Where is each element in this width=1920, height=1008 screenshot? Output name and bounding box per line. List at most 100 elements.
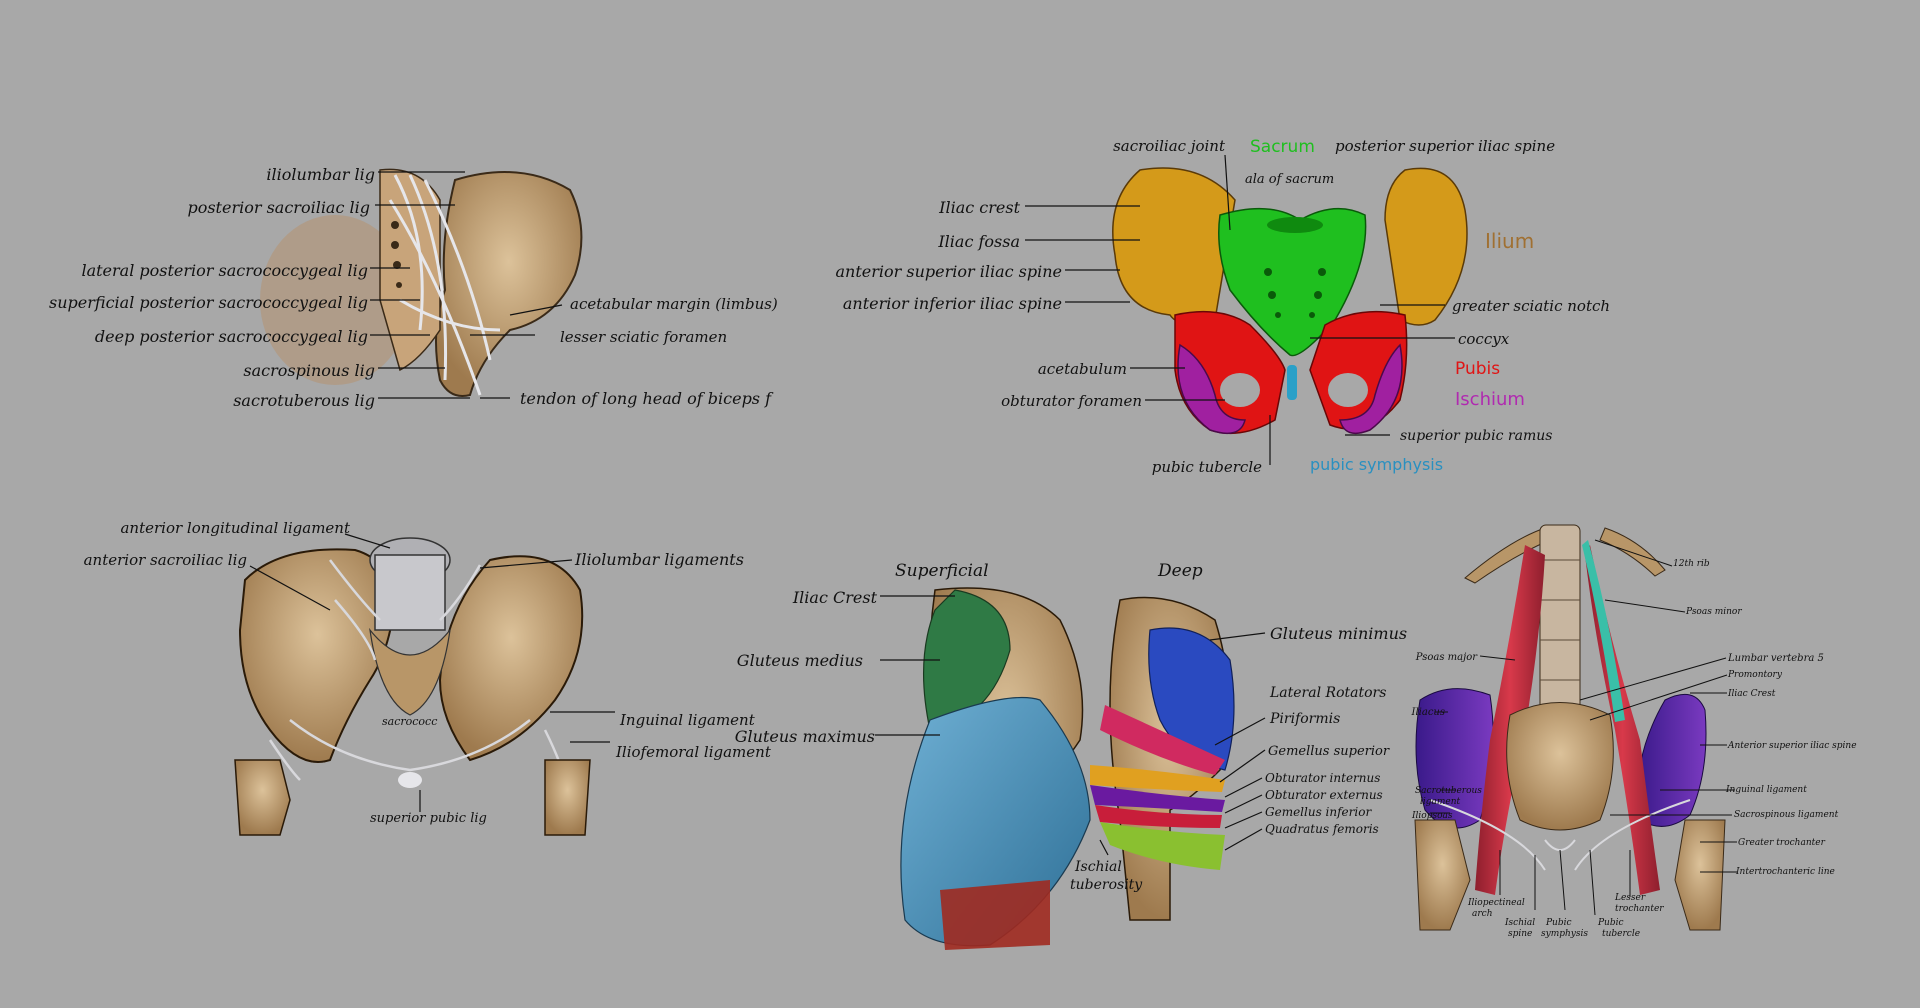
label-iliacus: Iliacus xyxy=(1411,707,1445,718)
sacral-foramina xyxy=(1264,268,1326,318)
label-ischial-spine-2: spine xyxy=(1508,929,1532,939)
label-pubic-symphysis-2: symphysis xyxy=(1541,929,1588,939)
label-lateral-posterior-sacrococcygeal-lig: lateral posterior sacrococcygeal lig xyxy=(81,261,368,280)
panel-e-lumbar-spine xyxy=(1539,524,1581,731)
panel-d-quadratus-femoris xyxy=(1100,822,1225,870)
panel-d-gluteus-minimus xyxy=(1148,627,1235,771)
panel-b-pelvis-bones: sacroiliac joint Sacrum posterior superi… xyxy=(835,137,1610,476)
label-ischial-tuberosity-2: tuberosity xyxy=(1070,877,1143,893)
label-deep: Deep xyxy=(1157,561,1203,581)
label-promontory: Promontory xyxy=(1727,670,1783,680)
panel-c-ilium-right xyxy=(438,555,584,762)
label-acetabular-margin: acetabular margin (limbus) xyxy=(570,295,778,313)
label-pubic-tubercle-2: tubercle xyxy=(1602,929,1640,939)
panel-e-vertebral-discs xyxy=(1540,559,1580,681)
panel-e-psoas-minor xyxy=(1582,540,1625,722)
panel-c-ilium-left xyxy=(238,548,397,763)
panel-a-leader-lines xyxy=(370,171,563,399)
label-gemellus-superior: Gemellus superior xyxy=(1268,744,1390,759)
label-lumbar-vertebra-5: Lumbar vertebra 5 xyxy=(1727,653,1824,664)
label-anterior-longitudinal-ligament: anterior longitudinal ligament xyxy=(120,519,350,537)
panel-e-femur-right xyxy=(1674,819,1726,931)
panel-d-piriformis xyxy=(1100,705,1225,775)
label-sacrotuberous-lig: sacrotuberous lig xyxy=(233,391,375,410)
panel-a-sacrum xyxy=(379,168,441,372)
label-sacrotuberous-2: ligament xyxy=(1420,797,1461,807)
panel-a-hip-bone xyxy=(435,171,583,397)
label-sacrospinous-lig: sacrospinous lig xyxy=(243,361,375,380)
label-anterior-superior-iliac-spine-e: Anterior superior iliac spine xyxy=(1727,741,1857,751)
panel-c-femur-right xyxy=(544,759,591,836)
label-gluteus-medius: Gluteus medius xyxy=(737,651,863,670)
label-inguinal-ligament-e: Inguinal ligament xyxy=(1725,785,1807,795)
panel-e-iliopsoas: 12th rib Psoas minor Psoas major Lumbar … xyxy=(1411,524,1857,939)
panel-c-sacrum xyxy=(369,627,451,716)
label-anterior-superior-iliac-spine: anterior superior iliac spine xyxy=(835,262,1062,281)
label-obturator-internus: Obturator internus xyxy=(1265,771,1380,785)
label-ischial-spine-1: Ischial xyxy=(1504,918,1535,928)
label-tendon-long-head-biceps: tendon of long head of biceps f xyxy=(520,389,774,408)
panel-a-shadow-bone xyxy=(260,215,410,385)
label-pubis: Pubis xyxy=(1455,359,1500,379)
panel-a-sacral-foramina xyxy=(391,221,402,288)
label-obturator-foramen: obturator foramen xyxy=(1001,392,1142,410)
panel-a-posterior-ligaments: iliolumbar lig posterior sacroiliac lig … xyxy=(49,165,778,410)
label-pubic-tubercle-1: Pubic xyxy=(1597,918,1624,928)
label-psoas-minor: Psoas minor xyxy=(1685,607,1742,617)
obturator-foramen-left xyxy=(1220,373,1260,407)
label-quadratus-femoris: Quadratus femoris xyxy=(1265,822,1379,836)
panel-a-ligament-bands xyxy=(388,174,501,396)
label-superior-pubic-lig: superior pubic lig xyxy=(370,811,487,826)
label-iliolumbar-ligaments: Iliolumbar ligaments xyxy=(574,550,744,569)
label-gemellus-inferior: Gemellus inferior xyxy=(1265,805,1372,819)
label-inguinal-ligament: Inguinal ligament xyxy=(619,711,756,729)
obturator-foramen-right xyxy=(1328,373,1368,407)
panel-e-leader-lines xyxy=(1430,539,1737,916)
label-lesser-sciatic-foramen: lesser sciatic foramen xyxy=(560,328,727,346)
panel-d-obturator-externus xyxy=(1095,805,1222,828)
label-superficial-posterior-sacrococcygeal-lig: superficial posterior sacrococcygeal lig xyxy=(49,293,368,312)
label-iliac-crest-e: Iliac Crest xyxy=(1727,689,1776,699)
label-ischium: Ischium xyxy=(1455,389,1525,410)
panel-c-leader-lines xyxy=(249,533,615,812)
label-ala-of-sacrum: ala of sacrum xyxy=(1245,172,1334,187)
label-superior-pubic-ramus: superior pubic ramus xyxy=(1400,428,1552,444)
label-iliac-fossa: Iliac fossa xyxy=(937,232,1020,251)
label-sacrospinous-ligament-e: Sacrospinous ligament xyxy=(1734,810,1839,820)
ilium-right xyxy=(1384,167,1468,326)
label-lateral-rotators: Lateral Rotators xyxy=(1269,685,1386,701)
label-anterior-sacroiliac-lig: anterior sacroiliac lig xyxy=(84,551,247,569)
label-gluteus-maximus: Gluteus maximus xyxy=(735,727,875,746)
panel-c-pubic-lig xyxy=(398,772,422,788)
panel-d-gluteal-muscles: Superficial Deep Iliac Crest Gluteus med… xyxy=(735,561,1407,950)
label-iliofemoral-ligament: Iliofemoral ligament xyxy=(615,743,772,761)
label-gluteus-minimus: Gluteus minimus xyxy=(1270,624,1407,643)
label-greater-trochanter: Greater trochanter xyxy=(1738,838,1826,848)
label-ischial-1: Ischial xyxy=(1074,859,1122,875)
sacral-base xyxy=(1267,217,1323,233)
panel-c-anterior-ligaments: anterior longitudinal ligament anterior … xyxy=(84,519,772,836)
panel-e-femur-left xyxy=(1414,819,1471,931)
label-superficial: Superficial xyxy=(895,561,989,581)
label-piriformis: Piriformis xyxy=(1269,711,1340,727)
label-greater-sciatic-notch: greater sciatic notch xyxy=(1452,297,1610,315)
pubic-symphysis xyxy=(1287,365,1297,400)
label-iliac-crest: Iliac crest xyxy=(938,198,1020,217)
label-12th-rib: 12th rib xyxy=(1673,559,1710,569)
label-acetabulum: acetabulum xyxy=(1038,360,1127,378)
panel-e-sacrum-pelvis xyxy=(1506,702,1614,831)
panel-d-obturator-internus xyxy=(1090,785,1225,812)
label-posterior-superior-iliac-spine: posterior superior iliac spine xyxy=(1335,137,1555,155)
label-iliopectineal-1: Iliopectineal xyxy=(1467,898,1525,908)
label-lesser-trochanter-2: trochanter xyxy=(1615,904,1664,914)
label-sacrococc: sacrococc xyxy=(382,715,437,728)
label-deep-posterior-sacrococcygeal-lig: deep posterior sacrococcygeal lig xyxy=(95,327,368,346)
panel-e-rib-right xyxy=(1599,527,1666,577)
ischium-right xyxy=(1339,343,1403,435)
label-sacrum: Sacrum xyxy=(1250,137,1315,157)
panel-d-leader-lines xyxy=(875,595,1266,856)
label-sacroiliac-joint: sacroiliac joint xyxy=(1113,137,1226,155)
panel-d-gemellus-superior xyxy=(1090,765,1225,792)
